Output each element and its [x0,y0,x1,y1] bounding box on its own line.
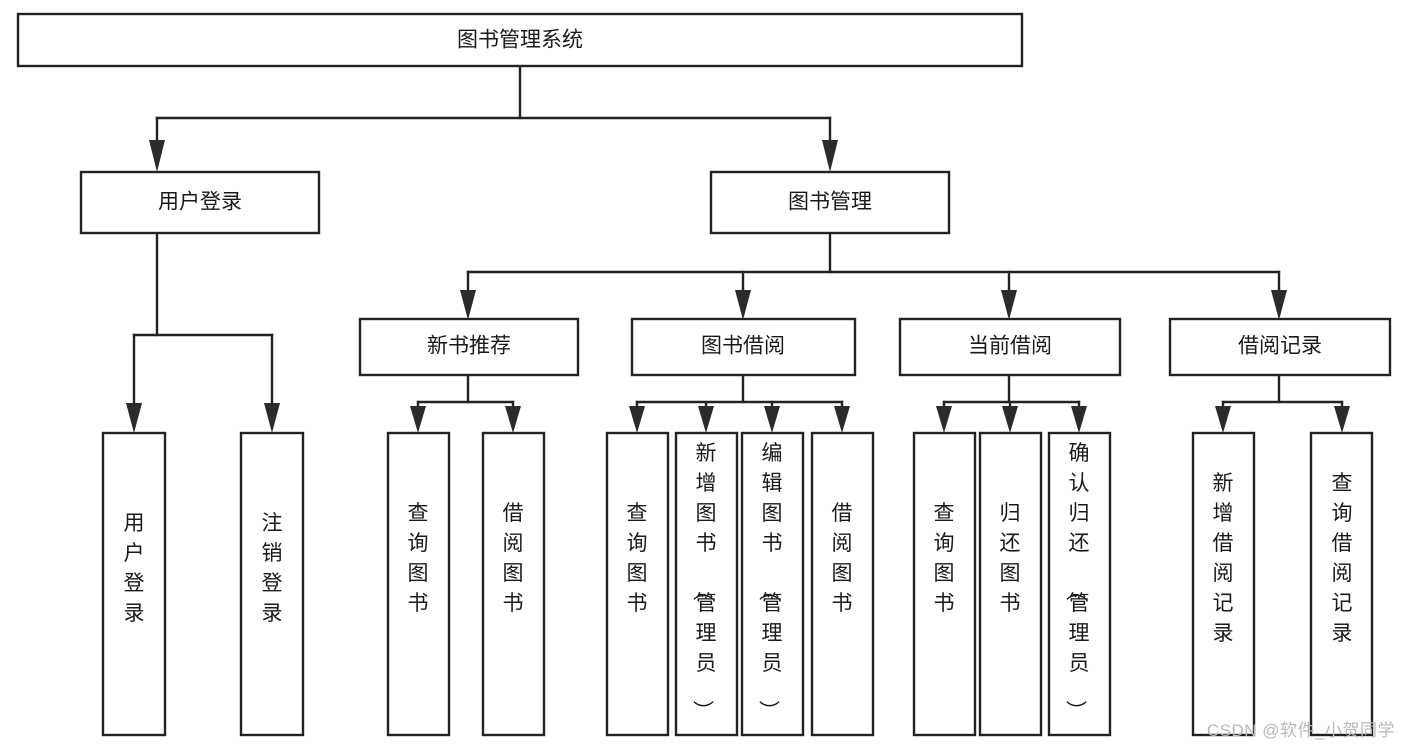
arrow-current-leaf-1 [936,406,952,433]
node-leaf-user-login-box[interactable] [101,431,167,737]
arrow-newbook-leaf-2 [505,406,521,433]
arrow-current-leaf-2 [1002,406,1018,433]
node-book-borrow-box[interactable] [630,317,857,377]
node-leaf-edit-book-label: 编辑图书（管理员） [757,442,783,721]
node-book-manage-box[interactable] [709,170,951,235]
node-leaf-edit-book-box[interactable] [740,431,805,737]
node-leaf-query-record-box[interactable] [1309,431,1374,737]
node-book-manage-label: 图书管理 [788,191,872,214]
connector-layer [126,64,1350,433]
arrow-root-to-user-login [149,140,165,172]
node-leaf-confirm-return-label: 确认归还（管理员） [1064,442,1090,721]
node-borrow-record-label: 借阅记录 [1238,335,1322,358]
arrow-userlogin-leaf-2 [264,403,280,433]
node-leaf-add-book-box[interactable] [674,431,739,737]
node-book-manage[interactable]: 图书管理 [709,170,951,235]
node-user-login[interactable]: 用户登录 [79,170,321,235]
node-leaf-add-book[interactable]: 新增图书（管理员） [674,431,739,737]
node-leaf-query-book-c[interactable]: 查询图书 [912,431,977,737]
node-leaf-add-record[interactable]: 新增借阅记录 [1191,431,1256,737]
arrow-record-leaf-1 [1215,406,1231,433]
node-leaf-query-book-a[interactable]: 查询图书 [386,431,451,737]
arrow-borrow-leaf-2 [698,406,714,433]
node-leaf-query-book-a-label: 查询图书 [408,502,429,615]
node-leaf-query-book-b-label: 查询图书 [627,502,648,615]
node-user-login-label: 用户登录 [158,191,242,214]
node-leaf-logout[interactable]: 注销登录 [239,431,305,737]
node-leaf-borrow-book-a-label: 借阅图书 [503,502,524,615]
node-leaf-user-login-label: 用户登录 [124,512,145,625]
node-new-book-recommend-label: 新书推荐 [427,335,511,358]
node-current-borrow-box[interactable] [898,317,1122,377]
arrow-borrow-leaf-4 [834,406,850,433]
node-leaf-borrow-book-b-box[interactable] [810,431,875,737]
node-leaf-query-record-label: 查询借阅记录 [1332,472,1353,645]
arrow-newbook-leaf-1 [410,406,426,433]
node-leaf-edit-book[interactable]: 编辑图书（管理员） [740,431,805,737]
node-leaf-add-record-label: 新增借阅记录 [1213,472,1234,645]
node-leaf-borrow-book-a[interactable]: 借阅图书 [481,431,546,737]
node-root[interactable]: 图书管理系统 [16,12,1024,68]
arrow-current-leaf-3 [1071,406,1087,433]
arrow-record-leaf-2 [1334,406,1350,433]
node-leaf-logout-box[interactable] [239,431,305,737]
node-root-label: 图书管理系统 [457,29,583,52]
node-leaf-query-record[interactable]: 查询借阅记录 [1309,431,1374,737]
node-leaf-confirm-return-box[interactable] [1047,431,1112,737]
node-current-borrow-label: 当前借阅 [968,335,1052,358]
arrow-bookmanage-child-3 [1001,290,1017,320]
node-leaf-query-book-c-label: 查询图书 [934,502,955,615]
node-new-book-recommend[interactable]: 新书推荐 [358,317,580,377]
node-root-box[interactable] [16,12,1024,68]
node-leaf-return-book-box[interactable] [978,431,1043,737]
node-leaf-query-book-c-box[interactable] [912,431,977,737]
node-book-borrow-label: 图书借阅 [701,335,785,358]
arrow-borrow-leaf-1 [629,406,645,433]
csdn-watermark: CSDN @软件_小贺同学 [1206,721,1395,740]
node-new-book-recommend-box[interactable] [358,317,580,377]
node-borrow-record[interactable]: 借阅记录 [1168,317,1392,377]
arrow-bookmanage-child-2 [735,290,751,320]
arrow-userlogin-leaf-1 [126,403,142,433]
arrow-bookmanage-child-1 [460,290,476,320]
node-leaf-confirm-return[interactable]: 确认归还（管理员） [1047,431,1112,737]
arrow-borrow-leaf-3 [764,406,780,433]
arrow-bookmanage-child-4 [1271,290,1287,320]
node-leaf-logout-label: 注销登录 [262,512,283,625]
node-leaf-user-login[interactable]: 用户登录 [101,431,167,737]
arrow-root-to-book-manage [822,140,838,172]
node-book-borrow[interactable]: 图书借阅 [630,317,857,377]
node-user-login-box[interactable] [79,170,321,235]
node-leaf-borrow-book-b-label: 借阅图书 [832,502,853,615]
node-leaf-borrow-book-b[interactable]: 借阅图书 [810,431,875,737]
node-borrow-record-box[interactable] [1168,317,1392,377]
node-leaf-borrow-book-a-box[interactable] [481,431,546,737]
node-leaf-query-book-b-box[interactable] [605,431,670,737]
node-leaf-return-book-label: 归还图书 [1000,502,1021,615]
node-leaf-query-book-b[interactable]: 查询图书 [605,431,670,737]
node-leaf-return-book[interactable]: 归还图书 [978,431,1043,737]
node-leaf-query-book-a-box[interactable] [386,431,451,737]
node-leaf-add-record-box[interactable] [1191,431,1256,737]
node-leaf-add-book-label: 新增图书（管理员） [691,442,717,721]
node-current-borrow[interactable]: 当前借阅 [898,317,1122,377]
